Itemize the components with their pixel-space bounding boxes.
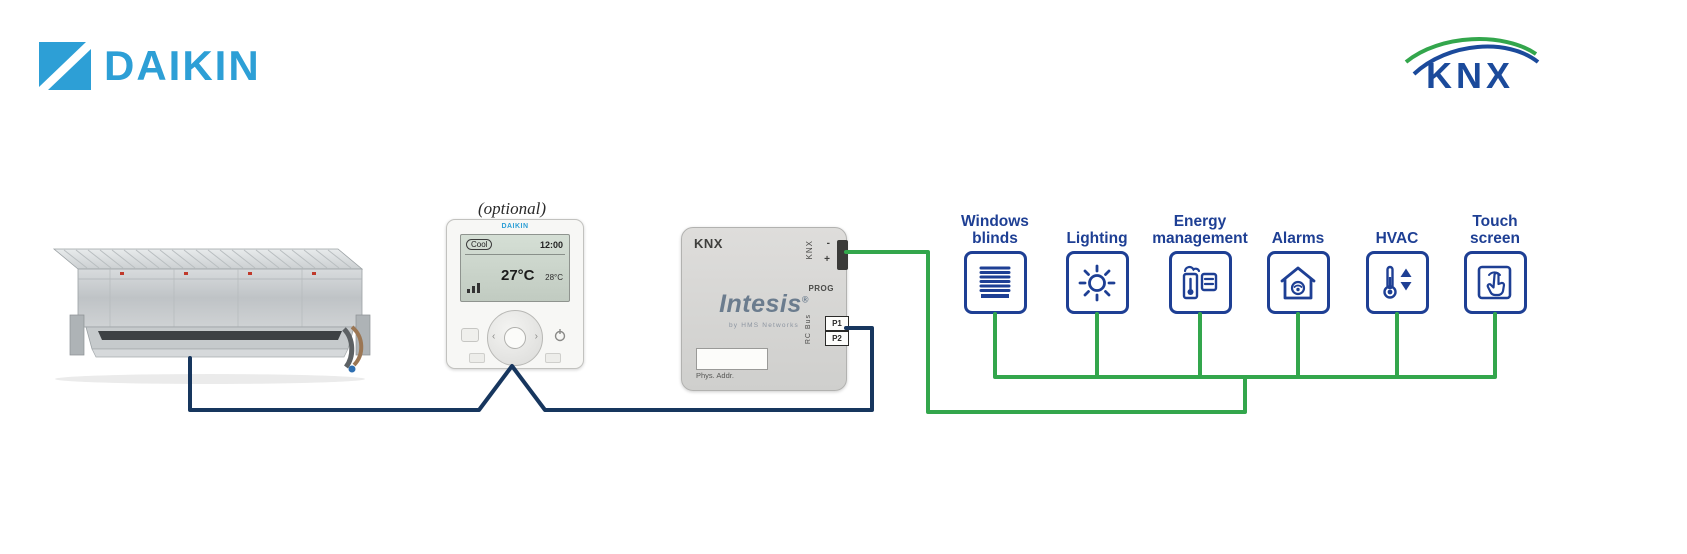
remote-brand-label: DAIKIN xyxy=(501,223,529,230)
remote-lcd-screen: Cool 12:00 27°C 28°C xyxy=(460,234,570,302)
phys-addr-sticker xyxy=(696,348,768,370)
device-lighting: Lighting xyxy=(1038,203,1156,314)
registered-mark: ® xyxy=(801,294,809,305)
knx-wordmark: KNX xyxy=(1426,55,1514,94)
remote-mode-value: Cool xyxy=(466,239,493,250)
terminal-knx-label: KNX xyxy=(805,240,814,260)
remote-menu-button xyxy=(461,328,479,342)
touch-screen-icon xyxy=(1477,265,1512,299)
remote-enter-button xyxy=(504,327,526,349)
daikin-mark-icon xyxy=(39,42,91,90)
gateway-brand-text: Intesis xyxy=(719,290,802,318)
alarms-icon xyxy=(1280,266,1316,299)
device-icon-frame xyxy=(963,251,1027,314)
prog-label: PROG xyxy=(808,284,834,293)
daikin-wordmark: DAIKIN xyxy=(104,42,261,89)
remote-right-soft-button xyxy=(545,353,561,363)
device-icon-frame xyxy=(1365,251,1429,314)
device-icon-frame xyxy=(1266,251,1330,314)
remote-nav-dial: ‹ › xyxy=(487,310,543,366)
optional-label: (optional) xyxy=(478,199,546,218)
device-label: HVAC xyxy=(1375,230,1419,247)
screen-divider xyxy=(465,254,565,255)
terminal-plus-label: + xyxy=(824,254,830,265)
knx-logo: KNX xyxy=(1404,37,1540,94)
device-icon-frame xyxy=(1168,251,1232,314)
knx-terminal-block xyxy=(837,240,848,270)
device-label: Energy management xyxy=(1152,213,1248,247)
energy-management-icon xyxy=(1182,265,1218,299)
remote-room-temp-value: 28°C xyxy=(545,273,563,282)
gateway-illustration: KNX - + KNX PROG RC Bus P1 P2 Intesis® b… xyxy=(681,227,849,391)
device-icon-frame xyxy=(1463,251,1527,314)
remote-time-value: 12:00 xyxy=(539,240,563,250)
daikin-logo: DAIKIN xyxy=(38,40,261,92)
terminal-minus-label: - xyxy=(826,238,830,249)
knx-logo-green-arc xyxy=(1404,37,1538,64)
remote-controller-illustration: DAIKIN Cool 12:00 27°C 28°C ‹ › xyxy=(446,219,584,369)
device-label: Touch screen xyxy=(1470,213,1520,247)
p2-port: P2 xyxy=(825,331,849,346)
remote-setpoint-value: 27°C xyxy=(501,267,535,284)
device-touch-screen: Touch screen xyxy=(1436,203,1554,314)
phys-addr-label: Phys. Addr. xyxy=(696,371,734,380)
device-windows-blinds: Windows blinds xyxy=(936,203,1054,314)
windows-blinds-icon xyxy=(979,266,1011,298)
device-label: Windows blinds xyxy=(961,213,1029,247)
hvac-icon xyxy=(1383,265,1412,299)
fan-level-icon xyxy=(467,283,480,293)
gateway-brand: Intesis® xyxy=(682,290,846,319)
lighting-icon xyxy=(1078,264,1116,301)
power-icon xyxy=(554,329,566,342)
gateway-brand-subtitle: by HMS Networks xyxy=(728,322,799,329)
remote-left-soft-button xyxy=(469,353,485,363)
device-label: Alarms xyxy=(1271,230,1325,247)
device-label: Lighting xyxy=(1066,230,1128,247)
dial-right-arrow-icon: › xyxy=(534,331,538,342)
knx-logo-blue-arc xyxy=(1412,44,1540,76)
ac-unit-illustration xyxy=(52,248,371,384)
device-icon-frame xyxy=(1065,251,1129,314)
gateway-knx-logo: KNX xyxy=(694,236,723,251)
dial-left-arrow-icon: ‹ xyxy=(492,331,496,342)
